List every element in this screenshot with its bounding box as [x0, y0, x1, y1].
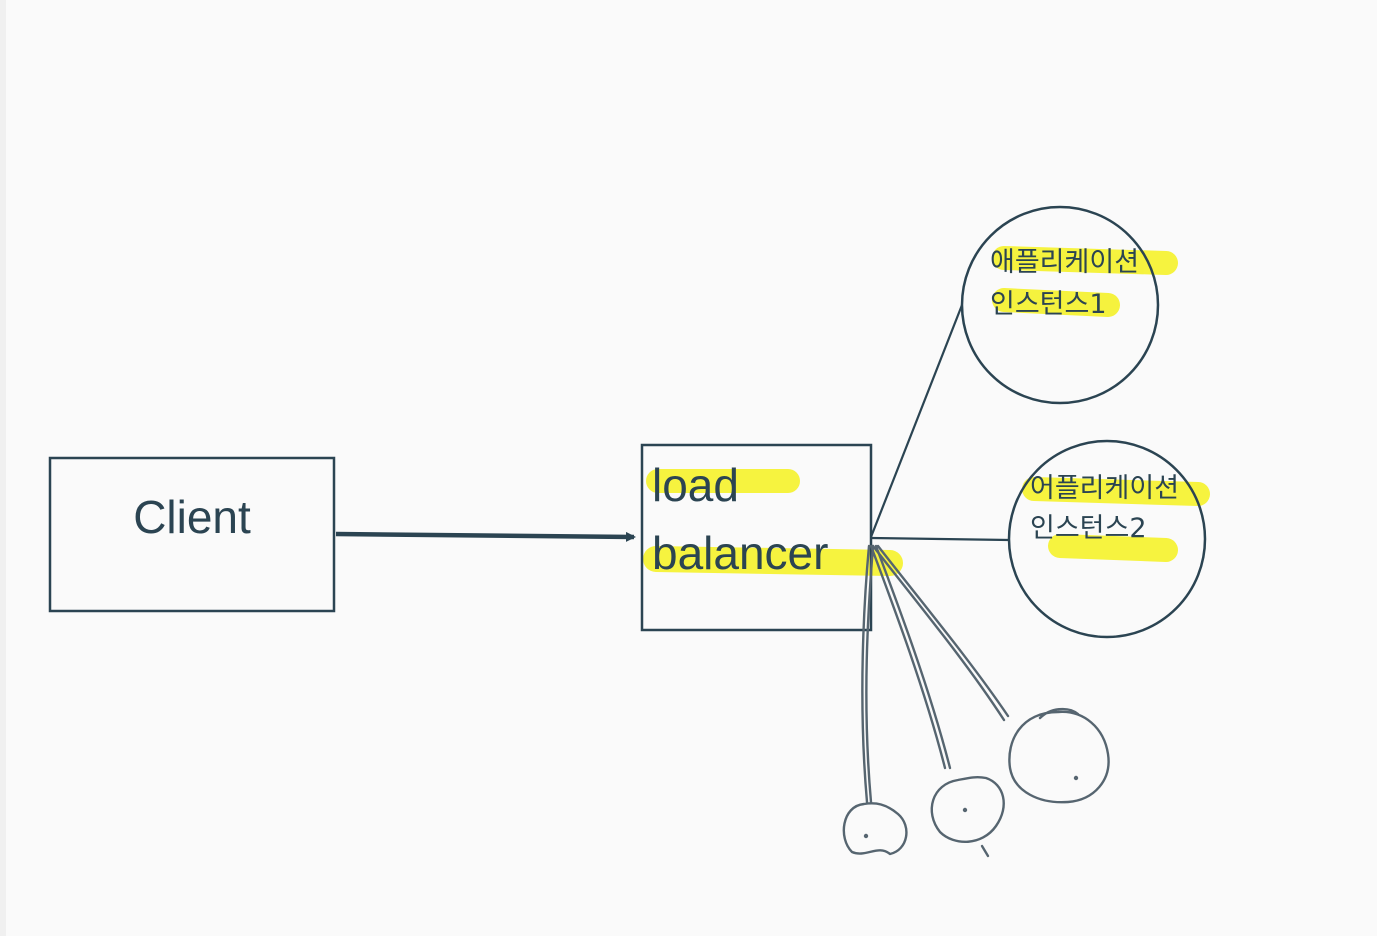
sketch-blob-2 [930, 775, 1005, 858]
client-to-lb-arrow [335, 531, 636, 542]
sketch-dots [863, 775, 1079, 839]
sketch-line-3 [871, 544, 1010, 722]
highlight-instance2-line2 [1048, 534, 1178, 562]
instance2-label-line1: 어플리케이션 [1030, 473, 1180, 504]
left-edge-strip [0, 0, 6, 936]
client-box [48, 456, 336, 613]
sketch-line-1 [861, 544, 875, 804]
highlight-instance2-line1 [1022, 477, 1210, 506]
load-balancer-box [640, 443, 873, 632]
highlight-instance1-line2 [992, 288, 1120, 317]
instance1-label-line2: 인스턴스1 [990, 289, 1107, 320]
highlight-instance1-line1 [992, 246, 1178, 275]
load-balancer-label-line2: balancer [652, 527, 829, 579]
lb-to-instance1-line [869, 304, 964, 538]
highlight-balancer [643, 546, 903, 576]
lb-to-instance2-line [870, 536, 1010, 542]
load-balancer-label-line1: load [652, 459, 739, 511]
instance1-circle [960, 205, 1160, 405]
instance1-label-line1: 애플리케이션 [990, 247, 1140, 278]
sketch-line-2 [869, 544, 952, 770]
sketch-blob-1 [842, 802, 908, 856]
sketch-marks [842, 544, 1110, 858]
instance2-label-line2: 인스턴스2 [1030, 513, 1147, 544]
highlight-marks [643, 246, 1210, 576]
instance2-circle [1007, 439, 1207, 639]
sketch-blob-3 [1008, 707, 1110, 804]
client-label: Client [133, 491, 251, 543]
